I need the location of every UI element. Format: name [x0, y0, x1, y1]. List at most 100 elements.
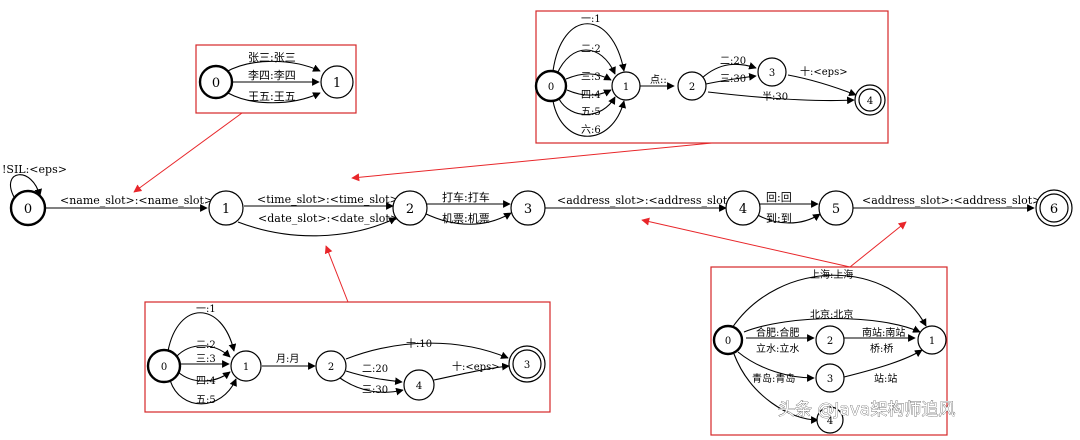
name-node-0-label: 0	[212, 76, 220, 91]
date-label-30: 三:30	[362, 385, 388, 396]
callout-name-arrow	[133, 112, 243, 193]
main-node-5-label: 5	[832, 202, 840, 217]
main-label-to: 到:到	[766, 212, 792, 225]
watermark: 头条 @Java架构师追风	[778, 400, 955, 420]
name-box-frame	[195, 44, 357, 114]
date-label-4: 四:4	[196, 376, 216, 387]
time-edge-6	[552, 100, 627, 137]
main-label-back: 回:回	[766, 191, 792, 204]
callout-time-arrow	[351, 142, 713, 182]
addr-label-hefei: 合肥:合肥	[756, 326, 799, 339]
callout-address-arrow-2	[849, 221, 907, 268]
main-label-time-slot: <time_slot>:<time_slot>	[257, 193, 399, 206]
main-node-5	[818, 190, 854, 226]
time-node-1-label: 1	[623, 82, 629, 93]
addr-node-0-label: 0	[725, 336, 731, 347]
time-node-2-label: 2	[689, 82, 695, 93]
date-label-3: 三:3	[196, 354, 216, 365]
time-edge-eps	[787, 74, 857, 97]
time-node-2	[677, 71, 707, 101]
main-node-3	[510, 190, 546, 226]
name-label-zhangsan: 张三:张三	[248, 51, 296, 64]
date-node-4-label: 4	[416, 381, 422, 392]
date-edge-5	[169, 378, 237, 405]
address-box-frame	[710, 266, 948, 436]
addr-node-0	[712, 324, 744, 356]
name-label-lisi: 李四:李四	[248, 68, 296, 82]
main-edge-4-5-b	[755, 213, 821, 224]
time-label-5: 五:5	[581, 107, 601, 118]
addr-edge-qingdao	[737, 351, 815, 382]
addr-label-qingdao: 青岛:青岛	[752, 372, 795, 385]
name-label-wangwu: 王五:王五	[248, 90, 296, 103]
main-node-1	[208, 190, 244, 226]
main-label-date-slot: <date_slot>:<date_slot>	[258, 212, 399, 225]
main-edge-1-2-date	[237, 217, 397, 237]
addr-node-4-label: 4	[827, 416, 833, 427]
time-label-2: 二:2	[581, 44, 601, 55]
main-node-4-label: 4	[739, 202, 747, 217]
date-edge-10	[345, 342, 509, 360]
date-label-10: 十:10	[406, 337, 432, 350]
addr-edge-lower	[733, 353, 819, 424]
main-label-self-loop: !SIL:<eps>	[2, 163, 67, 176]
name-edge-a	[225, 60, 321, 73]
date-slot-box: 一:1 二:2 三:3 四:4 五:5 月:月 十:10 二:20 三:30 十…	[144, 301, 551, 413]
callout-address-arrow-1	[641, 217, 851, 268]
date-edge-2	[175, 345, 231, 358]
main-node-4	[725, 190, 761, 226]
date-edge-4	[177, 371, 231, 382]
time-node-3	[757, 57, 787, 87]
addr-node-4	[816, 406, 844, 434]
time-edge-2	[556, 49, 616, 75]
time-label-dot: 点::	[650, 74, 667, 86]
time-node-0	[534, 69, 568, 103]
time-node-1	[611, 71, 641, 101]
time-node-3-label: 3	[769, 68, 775, 79]
addr-label-beijing: 北京:北京	[810, 308, 853, 321]
time-node-4-final-inner	[858, 88, 882, 112]
date-label-month: 月:月	[276, 353, 299, 365]
time-label-eps: 十:<eps>	[800, 65, 848, 78]
date-edge-eps	[433, 362, 510, 381]
date-node-4	[403, 369, 435, 401]
name-slot-box: 张三:张三 李四:李四 王五:王五 0 1	[195, 44, 357, 114]
main-node-3-label: 3	[524, 202, 532, 217]
addr-node-1	[917, 325, 947, 355]
time-edge-half	[707, 91, 855, 105]
addr-label-qiao: 桥:桥	[870, 343, 893, 355]
main-node-2-label: 2	[406, 202, 414, 217]
time-label-4: 四:4	[581, 90, 601, 101]
date-node-0	[146, 348, 182, 384]
time-edge-4	[566, 89, 612, 97]
main-node-6-label: 6	[1050, 202, 1058, 217]
time-edge-3	[565, 73, 612, 81]
date-label-5: 五:5	[196, 395, 216, 406]
address-slot-box: 上海:上海 北京:北京 合肥:合肥 立水:立水 南站:南站 桥:桥 青岛:青岛 …	[710, 266, 948, 436]
name-node-1	[320, 65, 354, 99]
date-node-3-label: 3	[524, 360, 530, 371]
main-node-6-final-inner	[1039, 193, 1069, 223]
date-node-2	[315, 350, 347, 382]
date-node-1-label: 1	[243, 362, 249, 373]
time-label-3: 三:3	[581, 72, 601, 83]
time-edge-1	[552, 23, 627, 72]
time-node-4-label: 4	[867, 96, 873, 107]
time-edge-5	[558, 96, 616, 116]
main-label-address-slot-1: <address_slot>:<address_slot>	[557, 194, 736, 207]
date-node-0-label: 0	[161, 362, 167, 373]
time-edge-20	[701, 62, 757, 79]
addr-edge-shanghai	[731, 274, 927, 329]
main-label-ticket: 机票:机票	[442, 211, 490, 225]
addr-node-2	[815, 325, 845, 355]
date-node-3-final-inner	[512, 349, 542, 379]
addr-node-2-label: 2	[827, 336, 833, 347]
date-label-2: 二:2	[196, 340, 216, 351]
main-label-name-slot: <name_slot>:<name_slot>	[60, 194, 213, 207]
date-node-1	[230, 350, 262, 382]
time-slot-box: 一:1 二:2 三:3 四:4 五:5 六:6 点:: 二:20 三:30 十:…	[534, 10, 889, 144]
main-edge-2-3-b	[423, 212, 512, 225]
main-edge-self-loop	[10, 174, 42, 198]
addr-label-lishui: 立水:立水	[756, 342, 799, 355]
callout-date-arrow	[324, 245, 349, 303]
